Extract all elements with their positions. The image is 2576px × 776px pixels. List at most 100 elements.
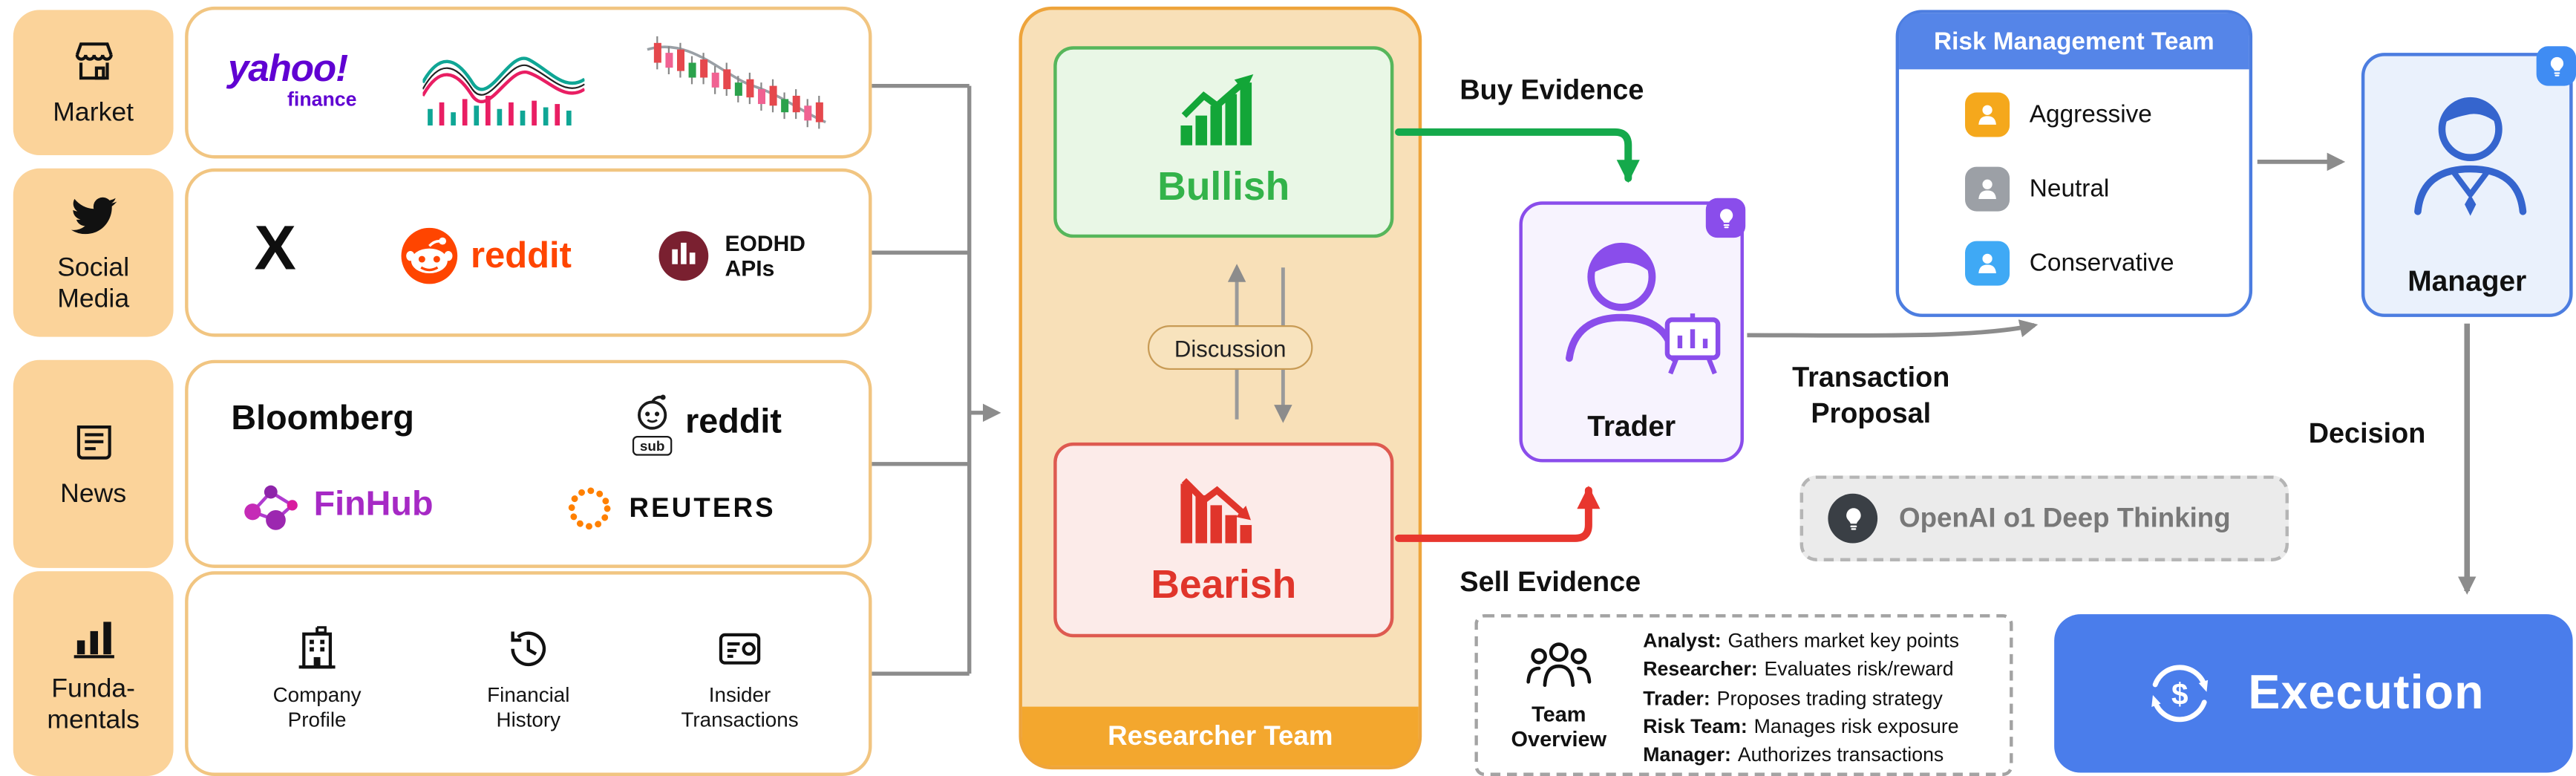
fundamental-item-label: Company Profile	[272, 682, 362, 731]
bullish-label: Bullish	[1157, 165, 1290, 210]
yahoo-finance-logo: yahoo! finance	[228, 46, 357, 111]
subreddit-logo: sub reddit	[631, 386, 782, 459]
overview-desc: Manages risk exposure	[1753, 714, 1959, 738]
trader-box: Trader	[1519, 198, 1746, 463]
manager-lightbulb-badge	[2536, 46, 2576, 86]
overview-role: Risk Team:	[1643, 714, 1748, 738]
buy-evidence-arrow	[1395, 128, 1640, 183]
overview-desc: Evaluates risk/reward	[1764, 657, 1954, 681]
history-clock-icon	[511, 630, 546, 666]
source-connector-lines	[872, 83, 1001, 676]
overview-line: Manager:Authorizes transactions	[1643, 742, 1999, 770]
subreddit-text: reddit	[685, 402, 782, 441]
easel-chart-icon	[1664, 313, 1721, 375]
discussion-pill: Discussion	[1147, 325, 1313, 371]
reuters-text: REUTERS	[629, 492, 776, 523]
source-label-market: Market	[13, 10, 174, 155]
overview-desc: Proposes trading strategy	[1716, 686, 1943, 710]
news-sources-box: Bloomberg sub reddit	[185, 359, 872, 568]
team-overview-box: Team Overview Analyst:Gathers market key…	[1474, 614, 2013, 776]
finhub-logo: FinHub	[238, 472, 433, 538]
buy-evidence-label: Buy Evidence	[1459, 74, 1644, 106]
bloomberg-logo: Bloomberg	[231, 400, 414, 438]
risk-role-label: Aggressive	[2029, 100, 2152, 129]
transaction-proposal-label: Transaction Proposal	[1792, 361, 1950, 430]
eodhd-apis-text: APIs	[725, 255, 775, 281]
conservative-person-icon	[1965, 241, 2010, 286]
overview-role: Manager:	[1643, 743, 1731, 767]
bullish-chart-icon	[1180, 74, 1254, 146]
twitter-bird-icon	[70, 196, 117, 234]
team-overview-lines: Analyst:Gathers market key points Resear…	[1643, 627, 1999, 770]
overview-role: Analyst:	[1643, 629, 1722, 653]
building-icon	[298, 625, 336, 668]
reuters-logo: REUTERS	[565, 482, 776, 535]
risk-management-team-box: Risk Management Team Aggressive Neutral …	[1895, 10, 2253, 317]
oscillator-chart	[422, 56, 585, 125]
dollar-cycle-icon: $	[2152, 665, 2209, 723]
risk-role-label: Neutral	[2029, 175, 2110, 203]
risk-role-conservative: Conservative	[1965, 241, 2174, 286]
transaction-proposal-arrow	[1747, 319, 2039, 338]
subreddit-snoo-icon	[638, 394, 667, 429]
lightbulb-icon	[2549, 56, 2563, 76]
overview-role: Trader:	[1643, 686, 1710, 710]
eodhd-text: EODHD	[725, 231, 805, 256]
execution-label: Execution	[2248, 666, 2485, 720]
neutral-person-icon	[1965, 166, 2010, 212]
newspaper-icon	[76, 425, 111, 460]
fundamentals-sources-box: Company Profile Financial History	[185, 571, 872, 776]
x-logo: X	[254, 215, 296, 284]
bar-chart-icon	[73, 621, 114, 658]
researcher-team-banner: Researcher Team	[1021, 706, 1419, 766]
overview-line: Researcher:Evaluates risk/reward	[1643, 656, 1999, 684]
source-label-text: News	[60, 480, 127, 509]
risk-role-aggressive: Aggressive	[1965, 92, 2152, 137]
bullish-researcher-box: Bullish	[1053, 46, 1394, 238]
fundamental-item-company-profile: Company Profile	[226, 623, 408, 734]
openai-bulb-circle	[1828, 493, 1878, 544]
risk-team-header: Risk Management Team	[1899, 13, 2249, 70]
sell-evidence-label: Sell Evidence	[1459, 566, 1641, 598]
overview-line: Trader:Proposes trading strategy	[1643, 685, 1999, 713]
storefront-icon	[74, 42, 112, 80]
reddit-logo-text: reddit	[470, 234, 572, 276]
fundamental-item-financial-history: Financial History	[437, 623, 619, 734]
source-label-fundamentals: Funda- mentals	[13, 571, 174, 776]
overview-desc: Authorizes transactions	[1737, 743, 1944, 767]
market-sources-box: yahoo! finance	[185, 6, 872, 159]
eodhd-logo: EODHD APIs	[657, 226, 805, 286]
researcher-team-container: Bullish Bearish Discussion Researcher Te…	[1019, 6, 1422, 770]
fundamental-item-label: Financial History	[487, 682, 570, 731]
fundamental-item-label: Insider Transactions	[681, 682, 799, 731]
source-label-text: Market	[53, 99, 134, 128]
team-overview-title: Team Overview	[1511, 701, 1607, 751]
manager-label: Manager	[2407, 264, 2527, 298]
execution-box: $ Execution	[2054, 614, 2573, 773]
candlestick-chart	[647, 36, 826, 129]
eodhd-icon	[658, 231, 709, 281]
bearish-chart-icon	[1180, 477, 1252, 544]
decision-label: Decision	[2308, 417, 2426, 449]
team-people-icon	[1526, 642, 1592, 688]
source-label-text: Funda- mentals	[47, 674, 140, 734]
manager-box: Manager	[2361, 46, 2576, 317]
overview-role: Researcher:	[1643, 657, 1758, 681]
reddit-logo: reddit	[399, 223, 572, 289]
overview-line: Risk Team:Manages risk exposure	[1643, 713, 1999, 741]
source-label-social: Social Media	[13, 168, 174, 337]
trader-lightbulb-badge	[1705, 198, 1746, 238]
aggressive-person-icon	[1965, 92, 2010, 137]
risk-role-neutral: Neutral	[1965, 166, 2110, 212]
manager-person-icon	[2414, 97, 2527, 216]
lightbulb-icon	[1846, 507, 1860, 529]
reddit-snoo-icon	[401, 227, 458, 284]
sell-evidence-arrow	[1395, 486, 1601, 542]
svg-text:$: $	[2172, 677, 2189, 711]
bearish-label: Bearish	[1151, 563, 1297, 608]
fundamental-item-insider-transactions: Insider Transactions	[649, 623, 831, 734]
openai-o1-box: OpenAI o1 Deep Thinking	[1799, 475, 2289, 561]
bearish-researcher-box: Bearish	[1053, 442, 1394, 638]
yahoo-finance-text: finance	[287, 87, 357, 111]
